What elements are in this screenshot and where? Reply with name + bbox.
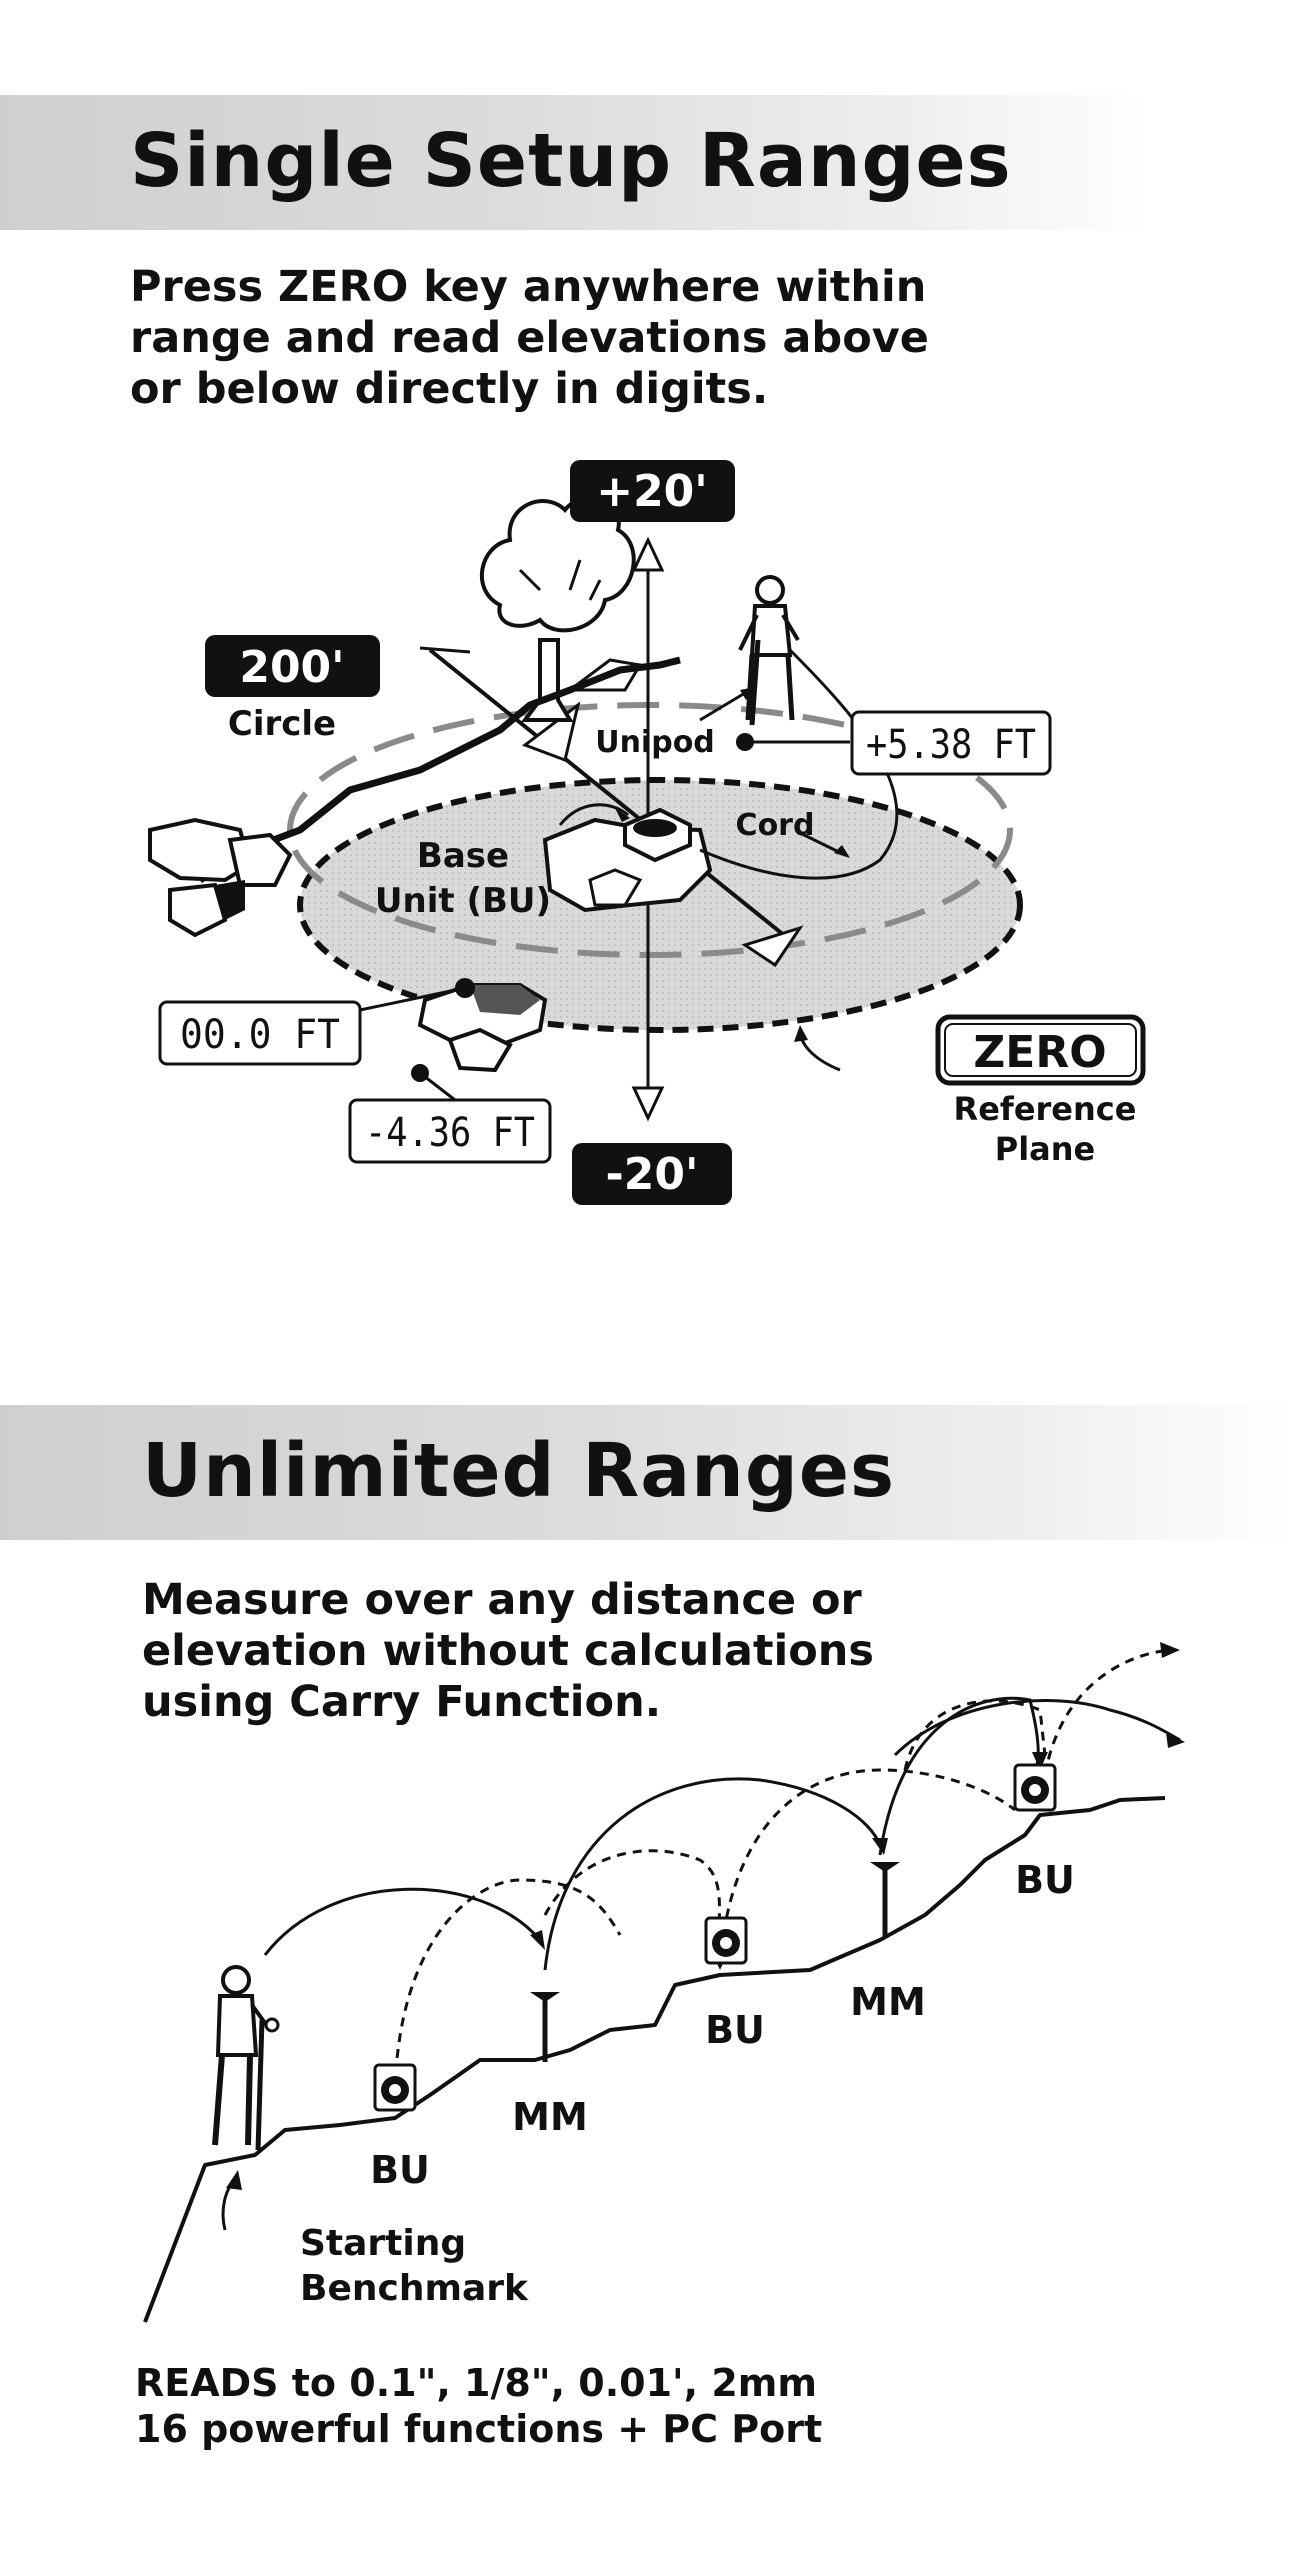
plus-20-label: +20' — [596, 466, 708, 517]
intro-line: Measure over any distance or — [142, 1575, 862, 1625]
cord-label: Cord — [736, 808, 815, 843]
bu-label: BU — [705, 2008, 765, 2052]
intro-line: elevation without calculations — [142, 1626, 874, 1676]
person-icon — [738, 575, 800, 726]
intro-line: range and read elevations above — [130, 313, 929, 363]
range-circle — [287, 702, 1013, 958]
readout-negative-value: -4.36 FT — [365, 1110, 535, 1156]
base-unit-icon — [704, 1916, 748, 1965]
cord-line — [699, 648, 899, 880]
section1-intro: Press ZERO key anywhere within range and… — [130, 262, 929, 415]
person-icon — [212, 1965, 280, 2151]
minus-20-label: -20' — [606, 1149, 699, 1200]
reference-label: Reference — [954, 1090, 1137, 1128]
base-unit-icon — [542, 807, 713, 913]
readout-positive — [850, 710, 1052, 776]
footer-line: READS to 0.1", 1/8", 0.01', 2mm — [135, 2361, 817, 2405]
base-unit-icon — [1013, 1763, 1057, 1812]
section2-banner — [0, 1405, 1292, 1540]
readout-zero — [158, 1000, 362, 1066]
base-unit-label-1: Base — [417, 836, 509, 876]
zero-reference-plane — [297, 777, 1023, 1033]
single-setup-diagram: +20' -20' 200' Circle Unipod Cord Base U… — [148, 460, 1146, 1205]
minus-20-badge — [572, 1143, 732, 1205]
mm-label: MM — [512, 2095, 588, 2139]
zero-key-label: ZERO — [973, 1027, 1106, 1078]
circle-size-label: 200' — [239, 642, 344, 693]
plus-20-badge — [570, 460, 735, 522]
circle-size-badge — [205, 635, 380, 697]
mm-label: MM — [850, 1980, 926, 2024]
base-unit-icon — [373, 2063, 417, 2112]
bu-label: BU — [1015, 1858, 1075, 1902]
section2-intro: Measure over any distance or elevation w… — [142, 1575, 874, 1728]
intro-line: Press ZERO key anywhere within — [130, 262, 927, 312]
section1-title: Single Setup Ranges — [130, 118, 1012, 204]
footer-line: 16 powerful functions + PC Port — [135, 2407, 823, 2451]
readout-positive-value: +5.38 FT — [866, 722, 1036, 768]
unipod-label: Unipod — [595, 725, 715, 760]
measurement-module-icon — [870, 1862, 900, 1938]
starting-label: Starting — [300, 2223, 466, 2264]
unipod-pole — [749, 639, 761, 726]
readout-negative — [348, 1098, 552, 1164]
measurement-module-icon — [530, 1992, 560, 2062]
readout-zero-value: 00.0 FT — [180, 1012, 340, 1058]
plane-label: Plane — [995, 1130, 1096, 1168]
intro-line: or below directly in digits. — [130, 364, 769, 414]
bu-label: BU — [370, 2148, 430, 2192]
intro-line: using Carry Function. — [142, 1677, 662, 1727]
terrain-line — [143, 1796, 1166, 2323]
rocks-icon — [417, 983, 548, 1073]
circle-label: Circle — [228, 704, 336, 744]
benchmark-label: Benchmark — [300, 2268, 529, 2309]
section1-banner — [0, 95, 1150, 230]
section2-title: Unlimited Ranges — [142, 1428, 896, 1514]
base-unit-label-2: Unit (BU) — [375, 881, 551, 921]
rocks-icon — [148, 817, 293, 938]
footer-specs: READS to 0.1", 1/8", 0.01', 2mm 16 power… — [135, 2360, 822, 2452]
diagonal-axis — [428, 648, 792, 942]
zero-key — [935, 1014, 1146, 1086]
